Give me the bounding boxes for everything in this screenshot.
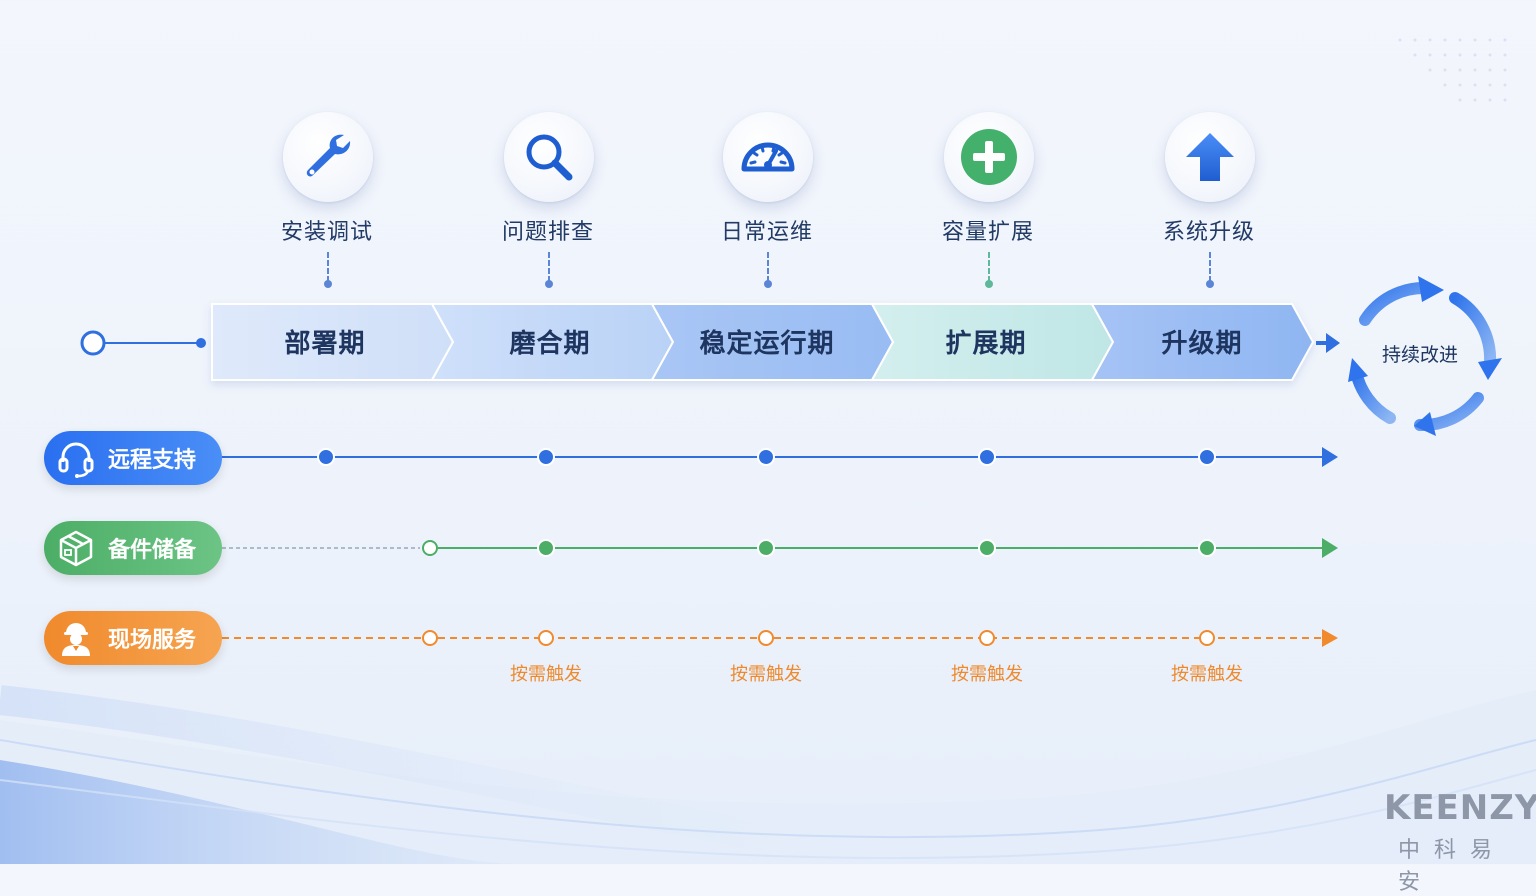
track-label: 现场服务 xyxy=(108,628,197,653)
connector-dot xyxy=(764,280,772,288)
engineer-icon xyxy=(56,618,96,658)
remote-dot xyxy=(1198,448,1216,466)
connector-line xyxy=(548,252,550,282)
connector-dot xyxy=(985,280,993,288)
onsite-dot xyxy=(538,630,554,646)
phase-chevron-5 xyxy=(1090,303,1315,381)
remote-dot xyxy=(757,448,775,466)
trigger-label: 按需触发 xyxy=(1171,664,1243,685)
trigger-label: 按需触发 xyxy=(951,664,1023,685)
track-spare-parts: 备件储备 xyxy=(44,521,222,575)
phase-label-expand: 扩展期 xyxy=(945,329,1027,359)
cycle-label: 持续改进 xyxy=(1381,344,1458,366)
task-label-operation: 日常运维 xyxy=(720,220,813,245)
connector-line xyxy=(988,252,990,282)
spares-dot xyxy=(1198,539,1216,557)
spares-dot xyxy=(757,539,775,557)
trigger-label: 按需触发 xyxy=(510,664,582,685)
remote-dot xyxy=(978,448,996,466)
connector-line xyxy=(767,252,769,282)
connector-dot xyxy=(1206,280,1214,288)
remote-dot xyxy=(317,448,335,466)
box-icon xyxy=(56,528,96,568)
phase-label-upgrade: 升级期 xyxy=(1161,329,1243,359)
track-onsite-service: 现场服务 xyxy=(44,611,222,665)
brand-logo-en: KEENZY xyxy=(1384,788,1536,828)
track-label: 远程支持 xyxy=(108,448,197,473)
task-label-install: 安装调试 xyxy=(280,220,373,245)
onsite-dot xyxy=(1199,630,1215,646)
search-icon xyxy=(504,112,594,202)
phase-label-runin: 磨合期 xyxy=(509,329,591,359)
brand-logo-cn: 中科易安 xyxy=(1398,838,1507,895)
start-node xyxy=(80,330,106,356)
onsite-dot xyxy=(422,630,438,646)
headset-icon xyxy=(56,438,96,478)
arrow-up-icon xyxy=(1165,112,1255,202)
spares-start-dot xyxy=(422,540,438,556)
speedometer-icon xyxy=(723,112,813,202)
task-label-expansion: 容量扩展 xyxy=(941,220,1034,245)
track-label: 备件储备 xyxy=(108,538,197,563)
connector-dot xyxy=(324,280,332,288)
task-label-upgrade: 系统升级 xyxy=(1162,220,1255,245)
connector-line xyxy=(327,252,329,282)
connector-dot xyxy=(545,280,553,288)
phase-label-deploy: 部署期 xyxy=(284,329,366,359)
onsite-dot xyxy=(758,630,774,646)
plus-circle-icon xyxy=(944,112,1034,202)
connector-line xyxy=(1209,252,1211,282)
remote-dot xyxy=(537,448,555,466)
wrench-icon xyxy=(283,112,373,202)
spares-dot xyxy=(537,539,555,557)
task-label-troubleshoot: 问题排查 xyxy=(501,220,594,245)
phase-label-stable: 稳定运行期 xyxy=(699,329,835,359)
spares-dot xyxy=(978,539,996,557)
track-remote-support: 远程支持 xyxy=(44,431,222,485)
trigger-label: 按需触发 xyxy=(730,664,802,685)
timeline-canvas xyxy=(0,38,1536,864)
onsite-dot xyxy=(979,630,995,646)
